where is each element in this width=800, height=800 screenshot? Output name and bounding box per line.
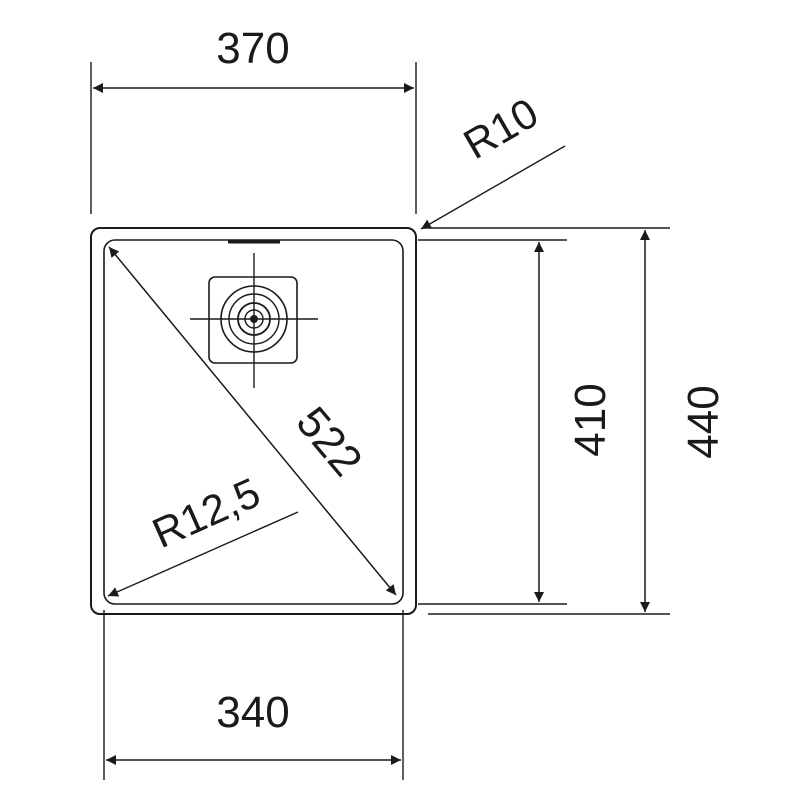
diagonal-label: 522: [287, 398, 372, 486]
inner-radius-leader: R12,5: [107, 468, 299, 597]
inner-width-dimension: 340: [103, 610, 404, 780]
inner-radius-label: R12,5: [145, 468, 267, 557]
sink-inner-bowl: [103, 239, 404, 605]
outer-height-label: 440: [679, 385, 728, 458]
outer-radius-label: R10: [456, 89, 546, 168]
sink-outer-rim: [90, 227, 417, 615]
outer-width-label: 370: [216, 24, 289, 73]
outer-radius-leader: R10: [420, 89, 566, 230]
outer-height-dimension: 440: [428, 227, 728, 615]
inner-width-label: 340: [216, 688, 289, 737]
diagonal-dimension: 522: [108, 246, 397, 596]
inner-height-dimension: 410: [418, 239, 615, 605]
inner-height-label: 410: [566, 383, 615, 456]
outer-width-dimension: 370: [90, 24, 417, 214]
